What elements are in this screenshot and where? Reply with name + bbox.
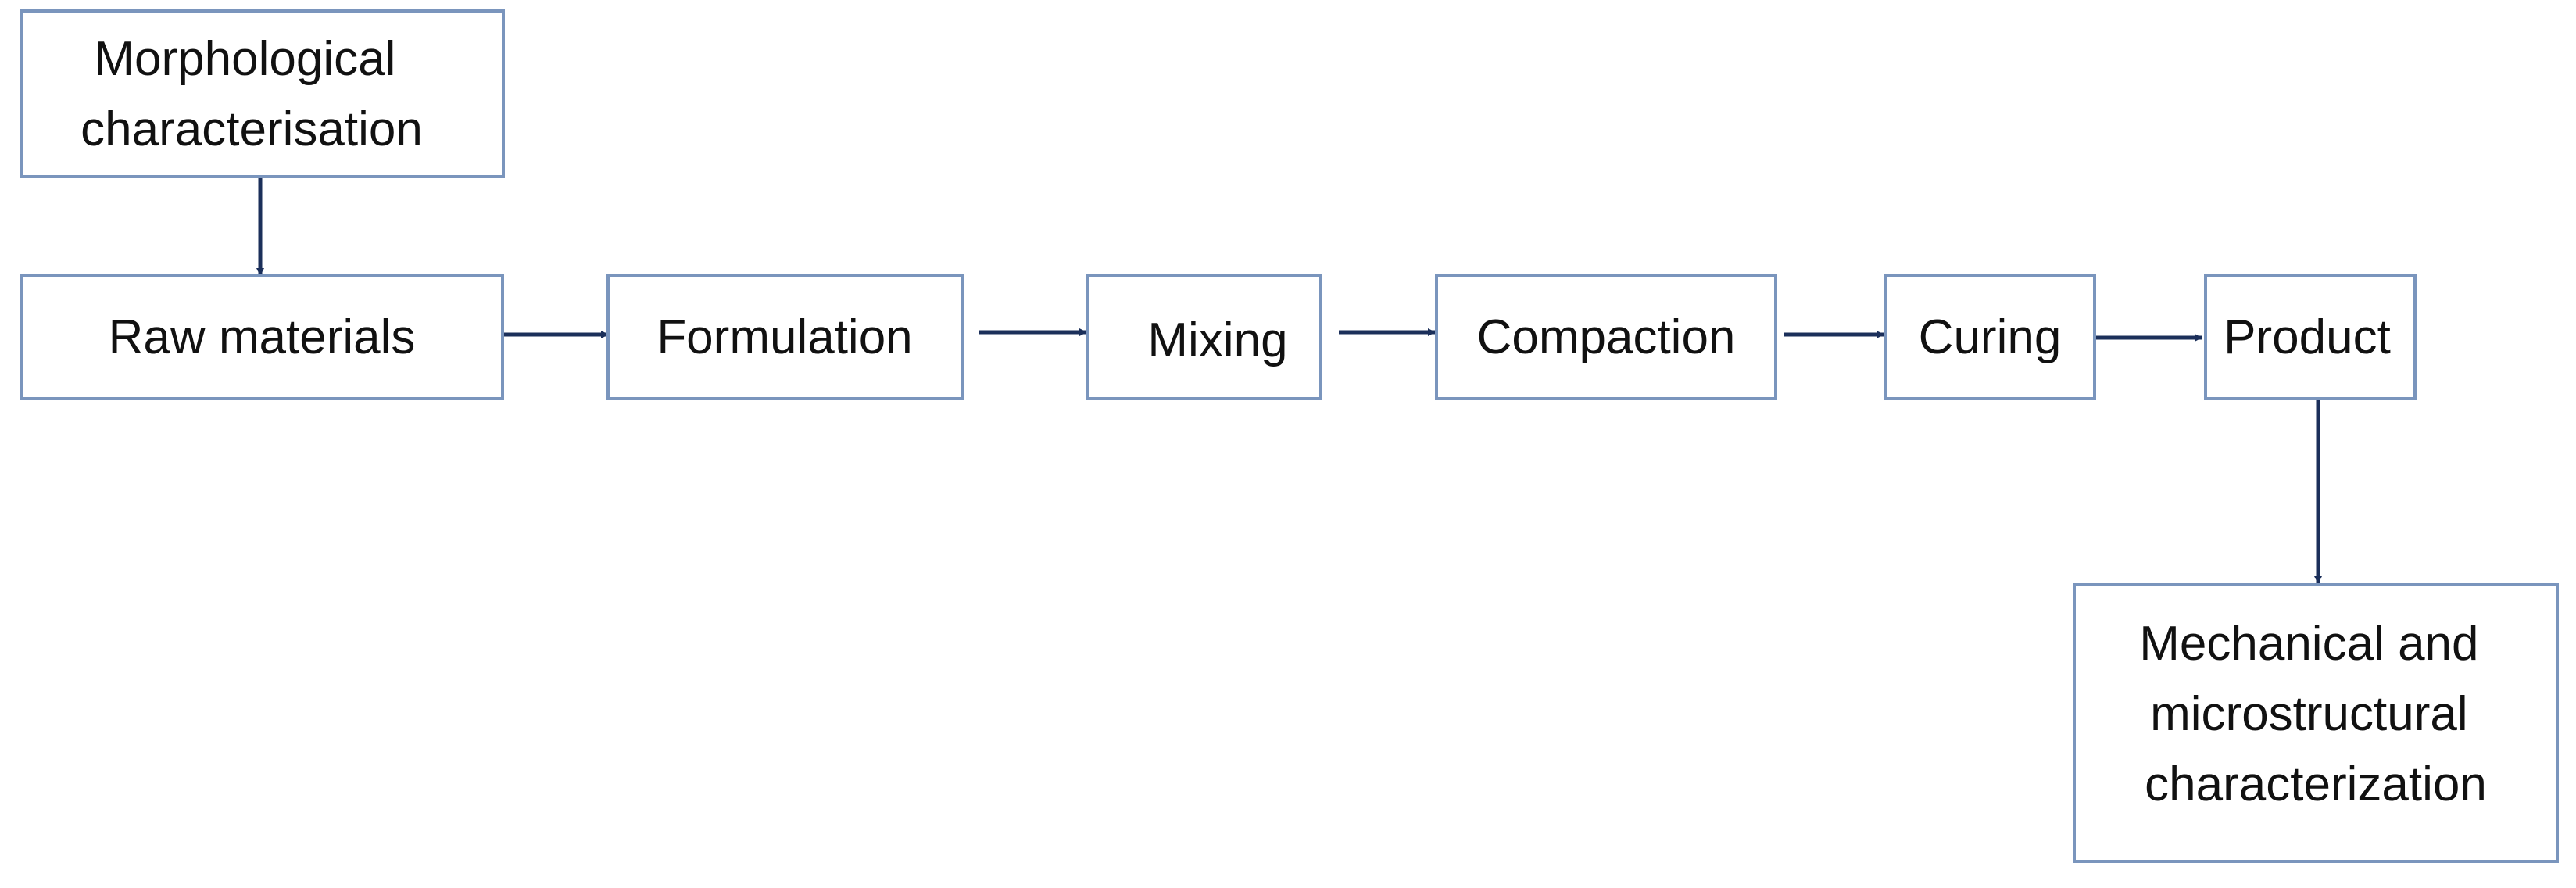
node-label-line: Compaction bbox=[1477, 310, 1736, 364]
svg-text:Compaction: Compaction bbox=[1477, 310, 1736, 364]
connectors bbox=[256, 177, 2322, 584]
node-label-line: Mechanical and bbox=[2139, 617, 2478, 671]
node-morphological-characterisation: Morphological characterisation bbox=[20, 9, 505, 178]
svg-text:Curing: Curing bbox=[1919, 310, 2062, 364]
node-compaction: Compaction bbox=[1435, 274, 1777, 400]
node-label-line: Product bbox=[2224, 310, 2391, 364]
node-label-line: characterisation bbox=[80, 102, 423, 156]
svg-text:Formulation: Formulation bbox=[657, 310, 912, 364]
svg-text:Morphological characteri: Morphological characterisation bbox=[80, 32, 423, 156]
svg-text:Mechanical and microstru: Mechanical and microstructural character… bbox=[2139, 617, 2492, 811]
node-formulation: Formulation bbox=[606, 274, 964, 400]
node-label-line: Curing bbox=[1919, 310, 2062, 364]
node-label-line: Morphological bbox=[94, 32, 395, 86]
node-label-line: Mixing bbox=[1147, 313, 1287, 367]
svg-text:Product: Product bbox=[2224, 310, 2391, 364]
node-curing: Curing bbox=[1884, 274, 2096, 400]
node-mechanical-microstructural-characterization: Mechanical and microstructural character… bbox=[2073, 583, 2559, 863]
svg-text:Raw materials: Raw materials bbox=[109, 310, 416, 364]
node-mixing: Mixing bbox=[1086, 274, 1322, 400]
node-label-line: characterization bbox=[2145, 757, 2487, 811]
node-raw-materials: Raw materials bbox=[20, 274, 504, 400]
node-product: Product bbox=[2204, 274, 2417, 400]
node-label-line: Formulation bbox=[657, 310, 912, 364]
node-label-line: microstructural bbox=[2150, 687, 2468, 741]
svg-text:Mixing: Mixing bbox=[1147, 313, 1287, 367]
node-label-line: Raw materials bbox=[109, 310, 416, 364]
